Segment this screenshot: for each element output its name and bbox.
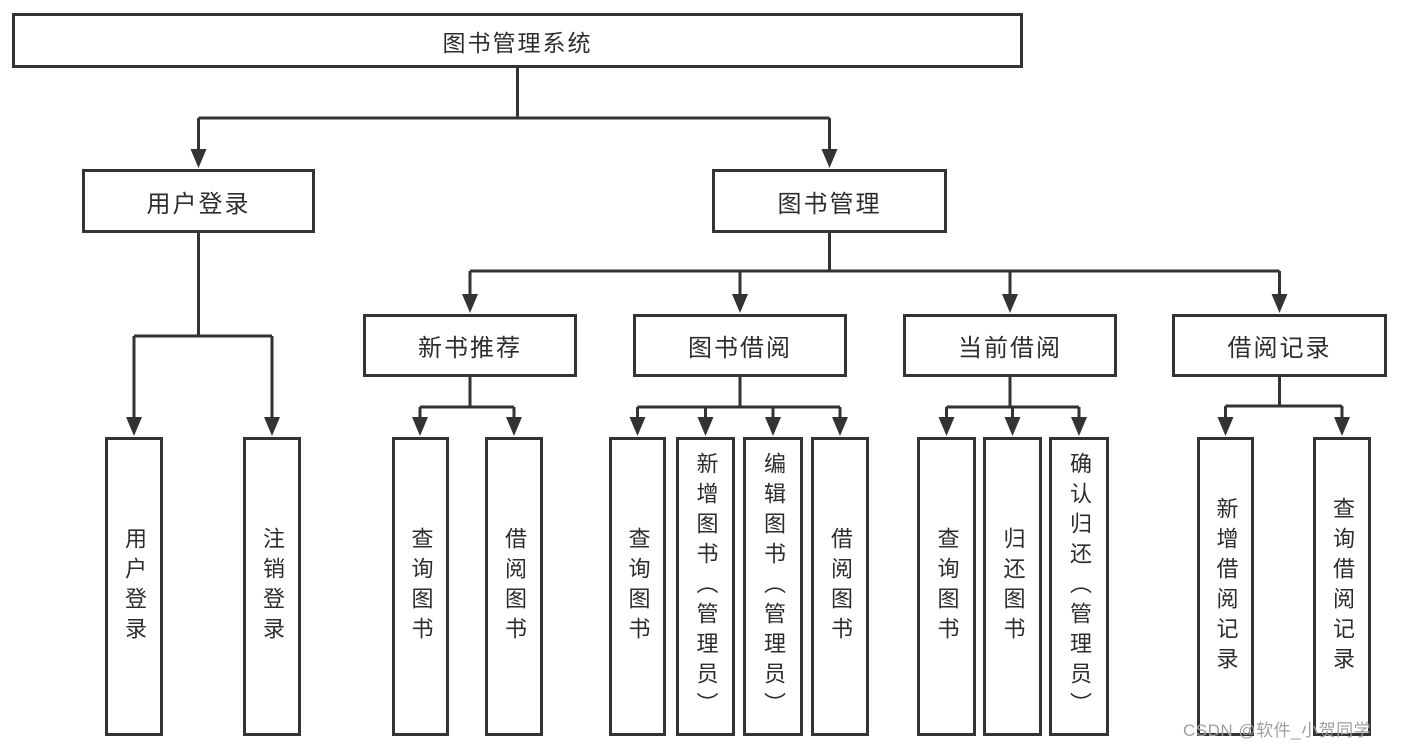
leaf-borrow-books: 借阅图书 bbox=[811, 437, 869, 736]
leaf-confirm-return-admin: 确认归还（管理员） bbox=[1049, 437, 1109, 736]
leaf-return-book: 归还图书 bbox=[983, 437, 1042, 736]
edges-new-book-recommend-children bbox=[412, 377, 522, 436]
edges-root-to-level2 bbox=[190, 68, 838, 168]
node-new-book-recommend: 新书推荐 bbox=[363, 314, 577, 377]
node-library-management-system: 图书管理系统 bbox=[12, 13, 1023, 68]
leaf-add-borrow-record: 新增借阅记录 bbox=[1197, 437, 1254, 736]
leaf-query-books-borrow: 查询图书 bbox=[609, 437, 666, 736]
leaf-add-book-admin: 新增图书（管理员） bbox=[676, 437, 735, 736]
node-user-login: 用户登录 bbox=[82, 169, 315, 233]
node-current-borrow: 当前借阅 bbox=[903, 314, 1117, 377]
leaf-query-books-recommend: 查询图书 bbox=[392, 437, 449, 736]
node-book-borrow: 图书借阅 bbox=[633, 314, 847, 377]
edges-borrow-records-children bbox=[1217, 377, 1350, 436]
leaf-query-books-current: 查询图书 bbox=[917, 437, 976, 736]
leaf-user-login: 用户登录 bbox=[105, 437, 163, 736]
edges-user-login-children bbox=[126, 233, 280, 436]
node-borrow-records: 借阅记录 bbox=[1172, 314, 1387, 377]
node-book-management: 图书管理 bbox=[712, 169, 947, 233]
edges-book-borrow-children bbox=[629, 377, 848, 436]
leaf-query-borrow-record: 查询借阅记录 bbox=[1313, 437, 1371, 736]
leaf-borrow-books-recommend: 借阅图书 bbox=[485, 437, 543, 736]
leaf-logout: 注销登录 bbox=[243, 437, 301, 736]
leaf-edit-book-admin: 编辑图书（管理员） bbox=[743, 437, 803, 736]
edges-book-management-children bbox=[462, 233, 1288, 313]
edges-current-borrow-children bbox=[938, 377, 1087, 436]
csdn-watermark: CSDN @软件_小贺同学 bbox=[1183, 721, 1372, 740]
